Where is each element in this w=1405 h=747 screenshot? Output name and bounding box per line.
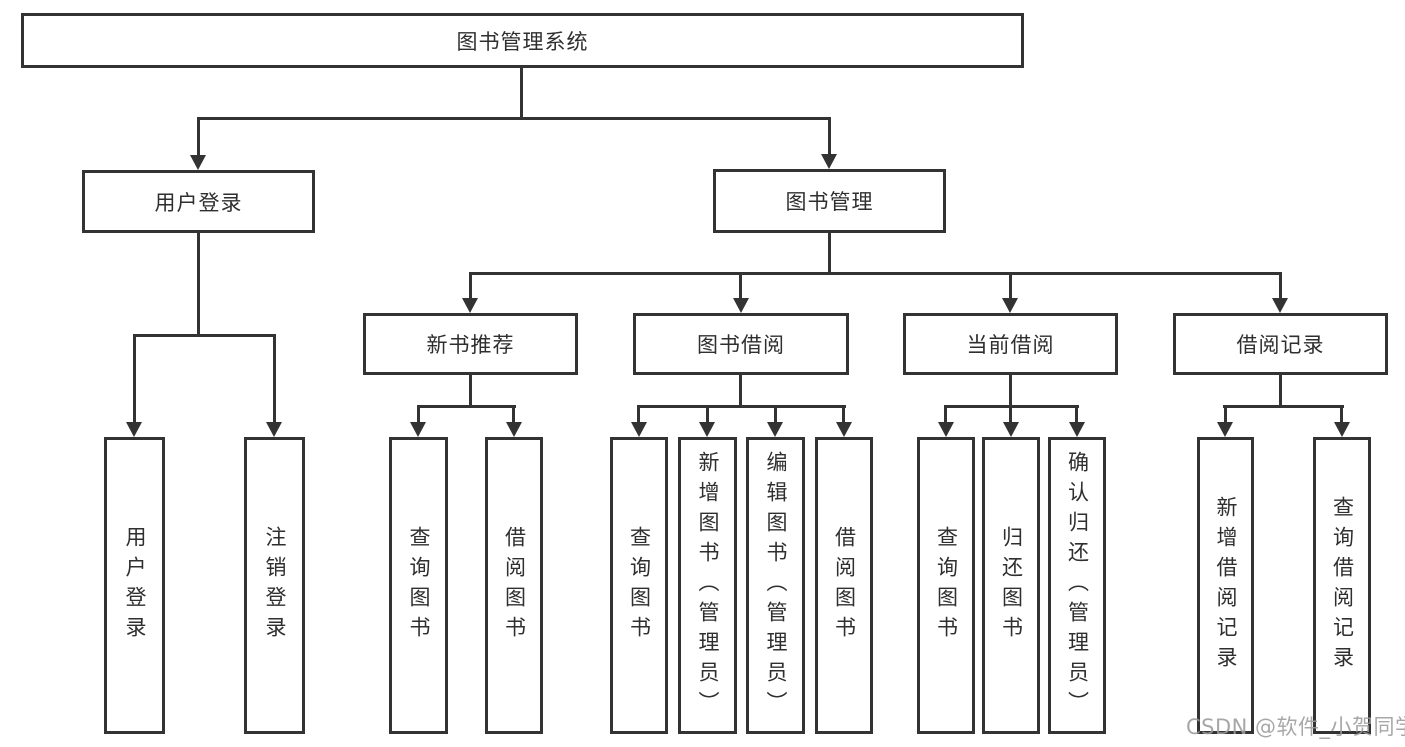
leaf-label: 借阅图书	[502, 525, 527, 646]
connector-book-mgmt-stem	[828, 233, 831, 274]
node-borrow-records-label: 借阅记录	[1236, 333, 1325, 357]
leaf-label: 查询图书	[934, 525, 959, 646]
node-book-management: 图书管理	[713, 169, 946, 233]
connector-to-current-borrow	[1009, 272, 1012, 300]
node-new-book-recommend-label: 新书推荐	[426, 333, 515, 357]
node-leaf-query-books-current: 查询图书	[917, 437, 975, 734]
arrow-down-icon	[506, 422, 522, 437]
connector-book-borrow-bar	[637, 405, 846, 408]
connector-leaf	[706, 405, 709, 424]
connector-leaf	[1009, 405, 1012, 424]
node-book-borrow-label: 图书借阅	[697, 333, 785, 357]
arrow-down-icon	[1272, 298, 1288, 313]
leaf-label: 新增图书（管理员）	[696, 450, 720, 721]
connector-level3-bar	[469, 272, 1281, 275]
node-root: 图书管理系统	[21, 13, 1024, 68]
connector-leaf	[1075, 405, 1078, 424]
arrow-down-icon	[410, 422, 426, 437]
leaf-label: 借阅图书	[832, 525, 857, 646]
connector-leaf	[512, 405, 515, 424]
connector-to-book-mgmt	[828, 117, 831, 156]
connector-leaf	[637, 405, 640, 424]
csdn-watermark: CSDN @软件_小贺同学	[1186, 715, 1405, 739]
arrow-down-icon	[733, 298, 749, 313]
connector-book-borrow-stem	[739, 375, 742, 407]
arrow-down-icon	[1069, 422, 1085, 437]
connector-borrow-records-bar	[1223, 405, 1344, 408]
node-leaf-edit-book-admin: 编辑图书（管理员）	[746, 437, 805, 734]
node-book-borrow: 图书借阅	[633, 313, 849, 375]
arrow-down-icon	[631, 422, 647, 437]
node-current-borrow-label: 当前借阅	[966, 333, 1055, 357]
node-user-login: 用户登录	[82, 170, 315, 233]
leaf-label: 注销登录	[263, 525, 287, 646]
node-user-login-label: 用户登录	[154, 190, 243, 215]
connector-borrow-records-stem	[1279, 375, 1282, 407]
leaf-label: 确认归还（管理员）	[1065, 450, 1090, 721]
connector-new-book-bar	[417, 405, 516, 408]
connector-leaf	[417, 405, 420, 424]
connector-leaf	[1340, 405, 1343, 424]
node-new-book-recommend: 新书推荐	[363, 313, 578, 375]
arrow-down-icon	[821, 154, 837, 169]
node-leaf-borrow-books-recommend: 借阅图书	[485, 437, 543, 734]
leaf-label: 查询图书	[627, 525, 652, 646]
leaf-label: 查询图书	[407, 525, 431, 646]
arrow-down-icon	[699, 422, 715, 437]
connector-leaf	[1224, 405, 1227, 424]
node-leaf-user-login: 用户登录	[104, 437, 165, 734]
connector-leaf	[774, 405, 777, 424]
connector-to-borrow-records	[1279, 272, 1282, 300]
arrow-down-icon	[190, 155, 206, 170]
connector-to-book-borrow	[739, 272, 742, 300]
leaf-label: 新增借阅记录	[1214, 495, 1238, 676]
arrow-down-icon	[1334, 422, 1350, 437]
node-leaf-add-book-admin: 新增图书（管理员）	[678, 437, 737, 734]
connector-leaf	[944, 405, 947, 424]
connector-user-login-stem	[197, 233, 200, 336]
arrow-down-icon	[126, 422, 142, 437]
node-book-management-label: 图书管理	[785, 190, 874, 214]
node-leaf-return-book: 归还图书	[982, 437, 1040, 734]
node-leaf-query-books-recommend: 查询图书	[389, 437, 448, 734]
node-leaf-borrow-books: 借阅图书	[815, 437, 873, 734]
node-leaf-confirm-return-admin: 确认归还（管理员）	[1048, 437, 1106, 734]
connector-to-new-book	[469, 272, 472, 300]
arrow-down-icon	[767, 422, 783, 437]
connector-to-user-login	[197, 117, 200, 157]
node-leaf-query-books-borrow: 查询图书	[610, 437, 668, 734]
node-leaf-add-borrow-record: 新增借阅记录	[1197, 437, 1254, 734]
arrow-down-icon	[1217, 422, 1233, 437]
leaf-label: 查询借阅记录	[1330, 495, 1355, 676]
connector-to-leaf-logout	[273, 334, 276, 424]
node-root-label: 图书管理系统	[456, 29, 589, 54]
arrow-down-icon	[462, 298, 478, 313]
leaf-label: 用户登录	[123, 525, 147, 646]
arrow-down-icon	[938, 422, 954, 437]
connector-current-borrow-stem	[1009, 375, 1012, 407]
node-leaf-logout: 注销登录	[244, 437, 305, 734]
leaf-label: 归还图书	[999, 525, 1024, 646]
node-current-borrow: 当前借阅	[903, 313, 1118, 375]
arrow-down-icon	[1002, 298, 1018, 313]
connector-new-book-stem	[469, 375, 472, 407]
connector-user-login-bar	[133, 334, 276, 337]
arrow-down-icon	[266, 422, 282, 437]
node-borrow-records: 借阅记录	[1173, 313, 1388, 375]
leaf-label: 编辑图书（管理员）	[764, 450, 788, 721]
arrow-down-icon	[1003, 422, 1019, 437]
connector-level1-bar	[197, 117, 831, 120]
connector-leaf	[842, 405, 845, 424]
connector-to-leaf-user-login	[133, 334, 136, 424]
arrow-down-icon	[836, 422, 852, 437]
connector-root-stem	[520, 68, 523, 118]
node-leaf-query-borrow-record: 查询借阅记录	[1313, 437, 1371, 734]
